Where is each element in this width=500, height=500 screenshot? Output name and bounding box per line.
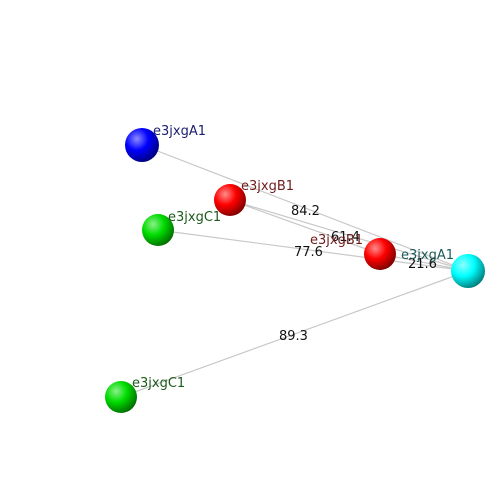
atom-sphere-c1u[interactable] — [142, 214, 174, 246]
atom-label-a1c: e3jxgA1 — [401, 248, 454, 263]
edge-c1u-a1c — [157, 229, 469, 272]
atom-label-b1l: e3jxgB1 — [241, 179, 294, 194]
distance-label: 61.4 — [331, 230, 360, 245]
edges-layer — [120, 144, 469, 398]
atom-sphere-b1r[interactable] — [364, 238, 396, 270]
distance-label: 89.3 — [279, 329, 308, 344]
distance-label: 84.2 — [291, 204, 320, 219]
distance-labels-layer: 84.2 77.6 21.6 61.4 89.3 — [279, 204, 437, 344]
edge-b1l-a1c — [229, 199, 469, 272]
nodes-layer — [105, 128, 485, 413]
atom-sphere-a1b[interactable] — [125, 128, 159, 162]
atom-sphere-a1c[interactable] — [451, 254, 485, 288]
atom-label-c1u: e3jxgC1 — [168, 210, 221, 225]
atom-label-b1r: e3jxgB1 — [310, 233, 363, 248]
edge-c1d-a1c — [120, 270, 469, 398]
atom-label-c1d: e3jxgC1 — [132, 376, 185, 391]
atom-label-a1b: e3jxgA1 — [153, 124, 206, 139]
node-labels-layer: e3jxgA1 e3jxgB1 e3jxgC1 e3jxgB1 e3jxgA1 e3jxg… — [132, 124, 454, 391]
atom-sphere-b1l[interactable] — [214, 184, 246, 216]
atom-sphere-c1d[interactable] — [105, 381, 137, 413]
edge-b1l-b1r — [229, 199, 381, 255]
edge-a1b-a1c — [141, 144, 469, 272]
distance-label: 21.6 — [408, 257, 437, 272]
distance-label: 77.6 — [294, 245, 323, 260]
